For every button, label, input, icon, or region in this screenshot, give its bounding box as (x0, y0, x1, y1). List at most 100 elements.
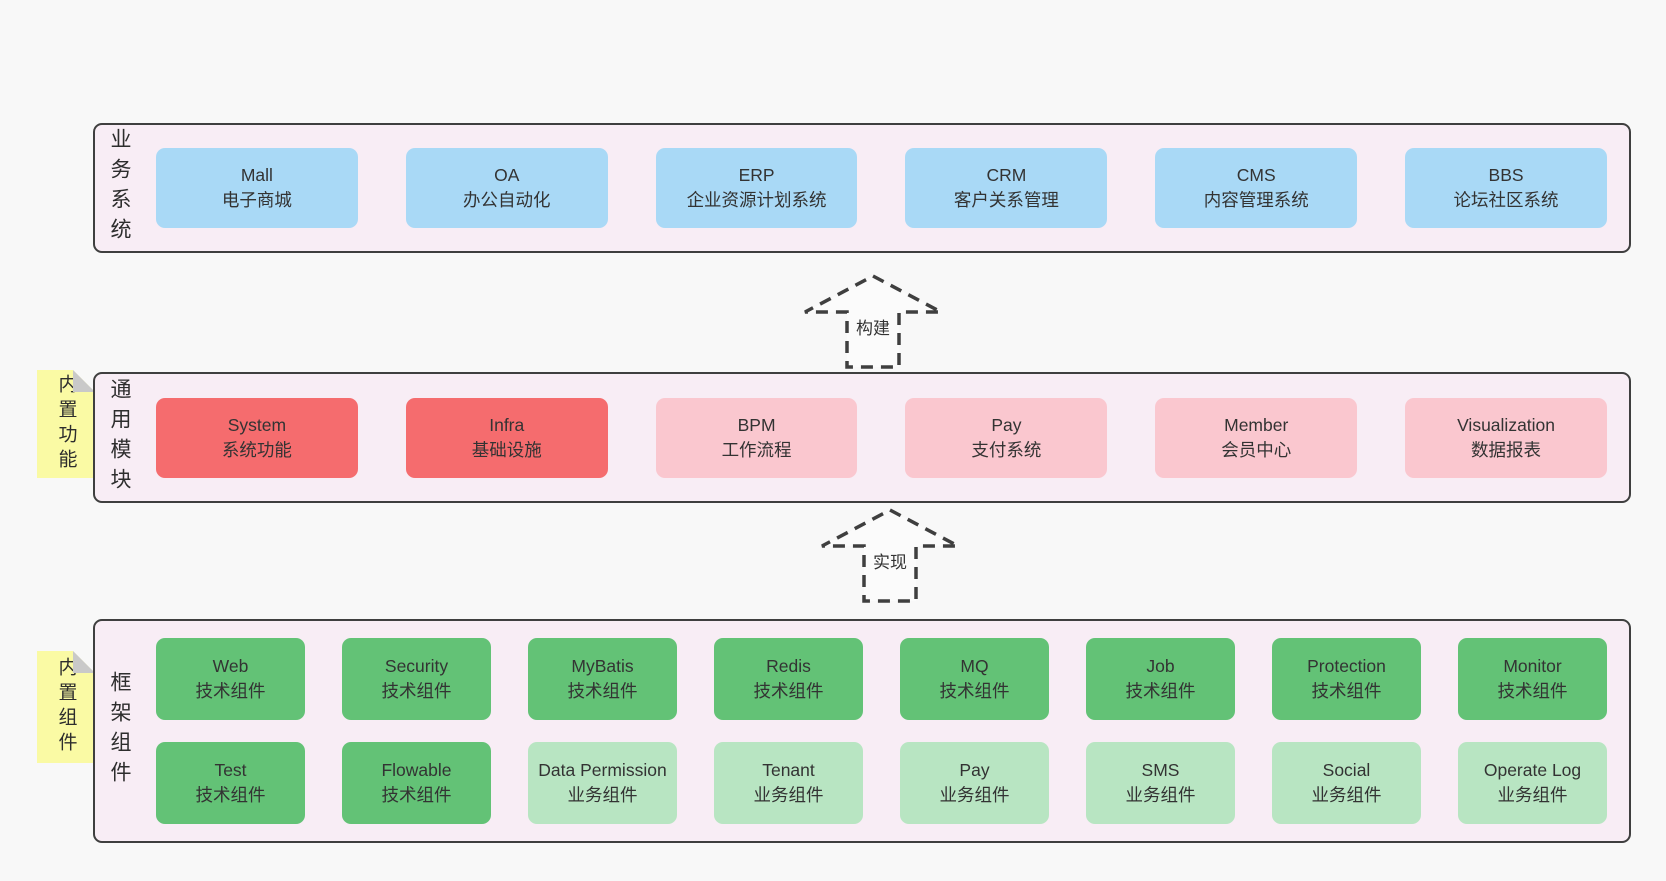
box-tenant-zh: 业务组件 (753, 785, 824, 805)
box-test-en: Test (214, 760, 247, 780)
box-erp: ERP 企业资源计划系统 (655, 148, 858, 228)
box-monitor: Monitor 技术组件 (1458, 638, 1607, 720)
box-tenant-en: Tenant (762, 760, 815, 780)
box-mybatis: MyBatis 技术组件 (528, 638, 677, 720)
built-in-features-tag: 内置功能 (37, 370, 95, 478)
box-sms-en: SMS (1141, 760, 1180, 780)
box-social-en: Social (1322, 760, 1371, 780)
box-mq-en: MQ (960, 656, 989, 676)
box-mall: Mall 电子商城 (156, 148, 358, 228)
box-bpm-zh: 工作流程 (721, 439, 792, 460)
box-pay-component-en: Pay (959, 760, 990, 780)
box-security: Security 技术组件 (342, 638, 491, 720)
built-in-features-tag-label: 内置功能 (55, 374, 77, 474)
box-flowable: Flowable 技术组件 (342, 742, 491, 824)
common-modules-panel: 通用模块 System 系统功能 Infra 基础设施 BPM 工作流程 Pay… (93, 372, 1631, 503)
box-member-en: Member (1224, 414, 1289, 435)
box-social-zh: 业务组件 (1311, 785, 1382, 805)
implement-arrow-label: 实现 (870, 548, 910, 573)
built-in-components-tag-label: 内置组件 (55, 657, 77, 757)
box-member: Member 会员中心 (1155, 397, 1358, 478)
business-systems-label: 业务系统 (108, 128, 131, 248)
box-redis: Redis 技术组件 (714, 638, 863, 720)
box-security-en: Security (384, 656, 449, 676)
box-bbs-zh: 论坛社区系统 (1453, 190, 1559, 210)
box-system-zh: 系统功能 (221, 439, 292, 460)
box-crm-en: CRM (986, 165, 1027, 185)
box-sms: SMS 业务组件 (1086, 742, 1235, 824)
framework-components-grid: Web 技术组件 Security 技术组件 MyBatis 技术组件 Redi… (156, 638, 1607, 824)
box-member-zh: 会员中心 (1221, 439, 1292, 460)
box-mq: MQ 技术组件 (900, 638, 1049, 720)
common-modules-row: System 系统功能 Infra 基础设施 BPM 工作流程 Pay 支付系统… (156, 397, 1607, 478)
box-monitor-zh: 技术组件 (1497, 681, 1568, 701)
box-visualization: Visualization 数据报表 (1405, 397, 1607, 478)
box-system-en: System (227, 414, 287, 435)
box-data-permission-zh: 业务组件 (567, 785, 638, 805)
build-arrow-label: 构建 (853, 314, 893, 339)
implement-arrow-icon: 实现 (820, 508, 960, 603)
box-sms-zh: 业务组件 (1125, 785, 1196, 805)
box-oa-zh: 办公自动化 (462, 190, 551, 210)
box-mall-en: Mall (240, 165, 273, 185)
business-systems-row: Mall 电子商城 OA 办公自动化 ERP 企业资源计划系统 CRM 客户关系… (156, 148, 1607, 228)
box-job-zh: 技术组件 (1125, 681, 1196, 701)
box-protection-en: Protection (1307, 656, 1386, 676)
box-crm-zh: 客户关系管理 (953, 190, 1059, 210)
box-mybatis-en: MyBatis (571, 656, 634, 676)
box-bbs-en: BBS (1488, 165, 1524, 185)
box-oa-en: OA (494, 165, 520, 185)
box-redis-en: Redis (766, 656, 811, 676)
box-web: Web 技术组件 (156, 638, 305, 720)
box-web-zh: 技术组件 (195, 681, 266, 701)
box-monitor-en: Monitor (1503, 656, 1562, 676)
box-visualization-en: Visualization (1457, 414, 1556, 435)
box-erp-en: ERP (738, 165, 775, 185)
box-infra-en: Infra (489, 414, 525, 435)
box-data-permission: Data Permission 业务组件 (528, 742, 677, 824)
box-bpm: BPM 工作流程 (655, 397, 858, 478)
box-redis-zh: 技术组件 (753, 681, 824, 701)
box-web-en: Web (212, 656, 249, 676)
box-flowable-en: Flowable (381, 760, 452, 780)
box-mybatis-zh: 技术组件 (567, 681, 638, 701)
box-pay-module-zh: 支付系统 (971, 439, 1042, 460)
box-bpm-en: BPM (737, 414, 776, 435)
box-system: System 系统功能 (156, 397, 358, 478)
box-tenant: Tenant 业务组件 (714, 742, 863, 824)
box-pay-component: Pay 业务组件 (900, 742, 1049, 824)
box-crm: CRM 客户关系管理 (905, 148, 1108, 228)
box-pay-module: Pay 支付系统 (905, 397, 1108, 478)
box-cms-en: CMS (1236, 165, 1276, 185)
box-oa: OA 办公自动化 (405, 148, 608, 228)
box-pay-component-zh: 业务组件 (939, 785, 1010, 805)
common-modules-label: 通用模块 (108, 377, 131, 498)
box-infra: Infra 基础设施 (405, 397, 608, 478)
box-flowable-zh: 技术组件 (381, 785, 452, 805)
framework-components-label: 框架组件 (108, 671, 131, 791)
box-pay-module-en: Pay (991, 414, 1022, 435)
box-security-zh: 技术组件 (381, 681, 452, 701)
box-test: Test 技术组件 (156, 742, 305, 824)
box-operate-log-zh: 业务组件 (1497, 785, 1568, 805)
tag-fold-corner (73, 651, 95, 673)
box-protection: Protection 技术组件 (1272, 638, 1421, 720)
tag-fold-corner (73, 370, 95, 392)
box-visualization-zh: 数据报表 (1471, 439, 1542, 460)
box-bbs: BBS 论坛社区系统 (1405, 148, 1607, 228)
box-mall-zh: 电子商城 (221, 190, 292, 210)
box-social: Social 业务组件 (1272, 742, 1421, 824)
build-arrow-icon: 构建 (803, 274, 943, 369)
framework-components-panel: 框架组件 Web 技术组件 Security 技术组件 MyBatis 技术组件… (93, 619, 1631, 843)
box-job-en: Job (1146, 656, 1175, 676)
box-erp-zh: 企业资源计划系统 (686, 190, 827, 210)
box-data-permission-en: Data Permission (538, 760, 667, 780)
box-cms-zh: 内容管理系统 (1203, 190, 1309, 210)
box-mq-zh: 技术组件 (939, 681, 1010, 701)
box-protection-zh: 技术组件 (1311, 681, 1382, 701)
box-operate-log-en: Operate Log (1483, 760, 1582, 780)
box-operate-log: Operate Log 业务组件 (1458, 742, 1607, 824)
box-infra-zh: 基础设施 (471, 439, 542, 460)
box-job: Job 技术组件 (1086, 638, 1235, 720)
box-cms: CMS 内容管理系统 (1155, 148, 1358, 228)
